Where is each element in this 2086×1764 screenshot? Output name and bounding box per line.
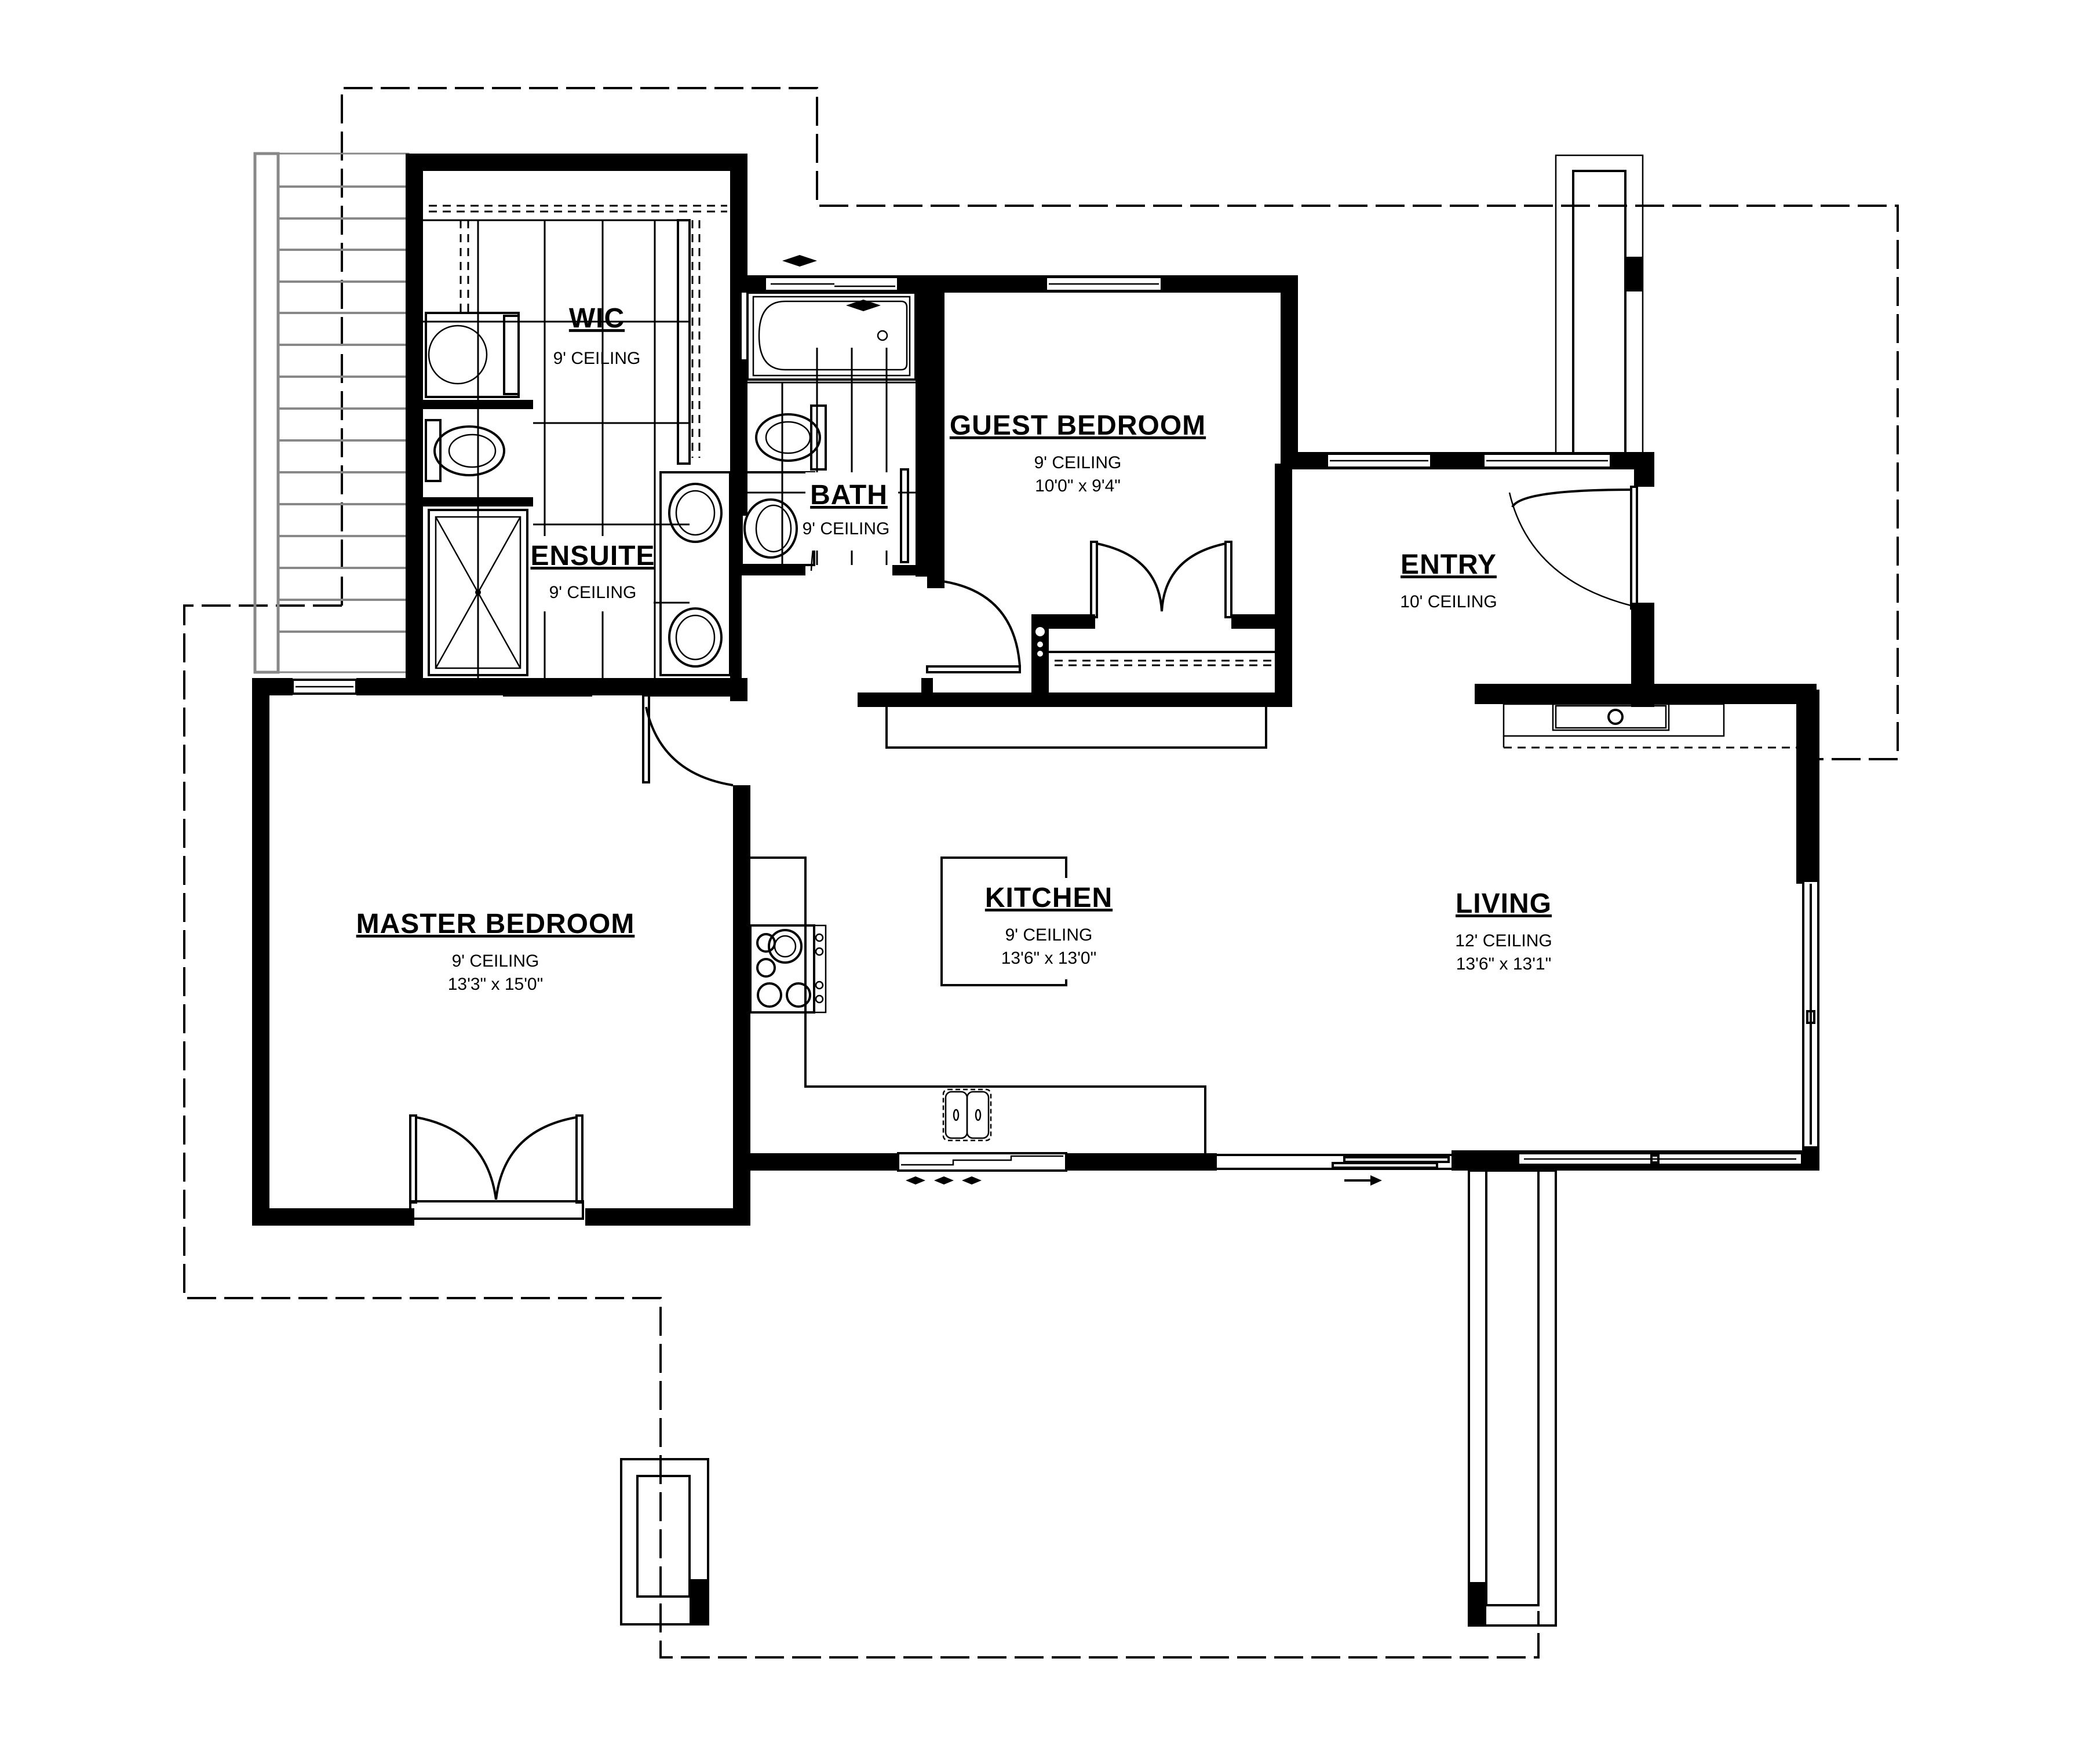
room-label-master-bedroom: MASTER BEDROOM 9' CEILING 13'3" x 15'0" (356, 909, 635, 994)
sliding-patio-door (1217, 1154, 1452, 1170)
wic-ensuite-walls (406, 154, 747, 695)
master-french-doors (409, 1114, 584, 1220)
room-label-bath: BATH 9' CEILING (803, 472, 898, 551)
svg-text:9' CEILING: 9' CEILING (1034, 453, 1122, 472)
window-operation-arrows (782, 255, 881, 311)
svg-text:GUEST BEDROOM: GUEST BEDROOM (950, 410, 1206, 441)
wic-toilet-icon (425, 312, 520, 398)
svg-text:MASTER BEDROOM: MASTER BEDROOM (356, 909, 635, 939)
svg-text:9' CEILING: 9' CEILING (553, 349, 641, 368)
kitchen-counter (750, 857, 1206, 1153)
roof-outline (183, 87, 1899, 1659)
deck-post-right (1468, 1169, 1557, 1627)
double-sink-icon (942, 1088, 992, 1142)
svg-text:ENSUITE: ENSUITE (530, 541, 655, 571)
svg-text:13'3" x 15'0": 13'3" x 15'0" (448, 975, 544, 994)
guest-bedroom-window (1045, 276, 1163, 292)
entry-windows (1326, 453, 1612, 469)
master-bedroom-walls (252, 678, 750, 1226)
living-south-window (1517, 1152, 1803, 1166)
entry-walls (1286, 452, 1817, 884)
room-label-entry: ENTRY 10' CEILING (1400, 549, 1497, 611)
room-label-ensuite: ENSUITE 9' CEILING (530, 536, 655, 611)
svg-text:12' CEILING: 12' CEILING (1455, 931, 1552, 950)
svg-text:BATH: BATH (810, 480, 888, 511)
svg-text:13'6" x 13'0": 13'6" x 13'0" (1001, 949, 1097, 968)
guest-closet-icon (1035, 627, 1275, 666)
front-porch-column (1555, 154, 1644, 455)
svg-text:10' CEILING: 10' CEILING (1400, 592, 1497, 611)
svg-text:10'0" x 9'4": 10'0" x 9'4" (1035, 476, 1121, 495)
fireplace-icon (1502, 703, 1802, 749)
kitchen-south-window (897, 1152, 1067, 1172)
bath-window (764, 276, 899, 292)
svg-text:9' CEILING: 9' CEILING (452, 952, 539, 971)
svg-text:13'6" x 13'1": 13'6" x 13'1" (1456, 954, 1552, 974)
ensuite-toilet-icon (425, 419, 505, 482)
bath-toilet-icon (755, 404, 827, 471)
front-door (1508, 486, 1638, 610)
svg-text:WIC: WIC (569, 303, 625, 334)
range-cooktop-icon (749, 924, 827, 1014)
svg-text:9' CEILING: 9' CEILING (1005, 925, 1093, 945)
svg-text:ENTRY: ENTRY (1401, 549, 1497, 580)
master-bedroom-door (642, 694, 734, 786)
deck-post-left (620, 1458, 709, 1625)
room-label-guest-bedroom: GUEST BEDROOM 9' CEILING 10'0" x 9'4" (950, 410, 1206, 495)
shower-icon (428, 509, 528, 676)
hall-shelf (885, 707, 1267, 749)
room-label-living: LIVING 12' CEILING 13'6" x 13'1" (1455, 888, 1552, 974)
guest-closet-bifold-doors (1090, 541, 1232, 618)
stairs (253, 152, 410, 674)
room-label-kitchen: KITCHEN 9' CEILING 13'6" x 13'0" (985, 878, 1115, 979)
operation-arrows-south (906, 1175, 1382, 1186)
bathtub-icon (746, 291, 917, 381)
double-vanity-icon (659, 471, 731, 676)
living-east-window (1802, 880, 1819, 1149)
room-label-wic: WIC 9' CEILING (553, 303, 641, 368)
svg-text:LIVING: LIVING (1456, 888, 1552, 919)
guest-bedroom-door (926, 578, 1021, 673)
svg-text:9' CEILING: 9' CEILING (549, 583, 637, 602)
main-walls (733, 690, 1819, 1171)
svg-text:9' CEILING: 9' CEILING (803, 519, 890, 538)
svg-text:KITCHEN: KITCHEN (985, 883, 1113, 913)
bath-sink-icon (741, 471, 815, 566)
master-bedroom-window (291, 679, 358, 695)
